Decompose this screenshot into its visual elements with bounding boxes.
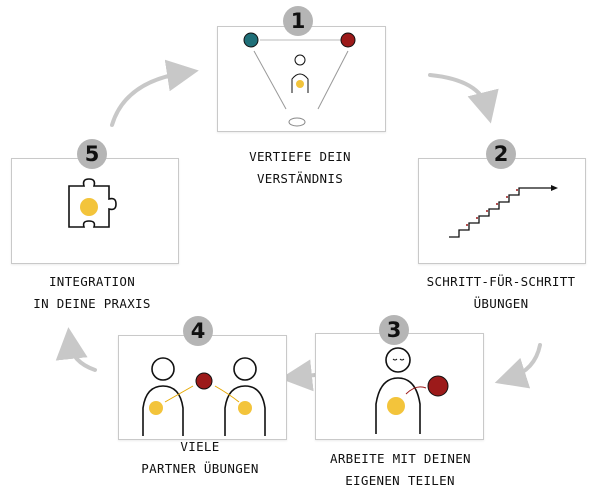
step-4-caption: VIELE PARTNER ÜBUNGEN	[141, 439, 259, 476]
step-2-card	[418, 158, 586, 264]
arrow-5-to-1	[110, 59, 199, 127]
staircase-icon	[449, 185, 558, 238]
person-with-part-icon	[375, 347, 449, 434]
partner-exercise-icon	[142, 357, 266, 436]
step-5-caption: INTEGRATION IN DEINE PRAXIS	[33, 274, 151, 311]
arrow-3-to-4	[280, 359, 317, 392]
step-4-badge: 4	[183, 316, 213, 346]
triangle-relationship-icon	[243, 32, 356, 127]
step-2-caption: SCHRITT-FÜR-SCHRITT ÜBUNGEN	[426, 274, 576, 311]
puzzle-piece-icon	[68, 178, 117, 228]
arrow-4-to-5	[55, 327, 97, 372]
step-1-badge: 1	[283, 6, 313, 36]
step-3-caption: ARBEITE MIT DEINEN EIGENEN TEILEN	[330, 451, 471, 488]
step-2-badge: 2	[486, 139, 516, 169]
arrow-1-to-2	[428, 73, 499, 124]
step-4-card	[118, 335, 287, 440]
arrow-2-to-3	[494, 343, 542, 389]
step-1-card	[217, 26, 386, 132]
step-3-card	[315, 333, 484, 440]
step-1-caption: VERTIEFE DEIN VERSTÄNDNIS	[249, 149, 351, 186]
step-5-badge: 5	[77, 139, 107, 169]
step-3-badge: 3	[379, 315, 409, 345]
step-5-card	[11, 158, 179, 264]
